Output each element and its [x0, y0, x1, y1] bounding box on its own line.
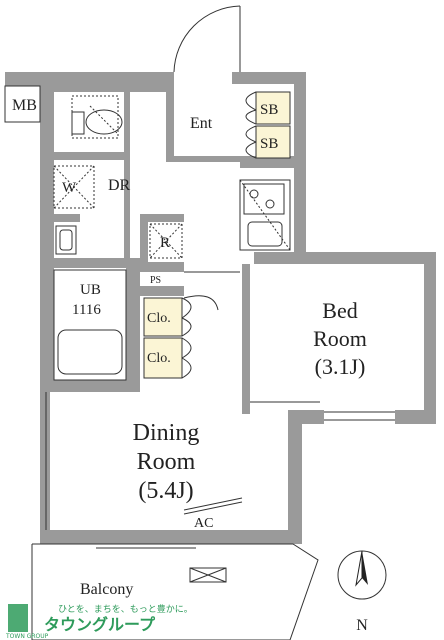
label-dining-3: (5.4J) [138, 478, 193, 504]
kitchen [239, 179, 291, 251]
label-balcony: Balcony [80, 581, 133, 598]
label-ps: PS [150, 275, 161, 286]
refrigerator-space [149, 223, 183, 259]
label-bed-2: Room [313, 326, 367, 351]
label-mb: MB [12, 97, 37, 114]
logo-mark-icon [8, 604, 28, 632]
north-arrow-icon [337, 550, 387, 600]
label-dining-2: Room [137, 449, 196, 475]
label-dr: DR [108, 177, 131, 194]
closets [143, 271, 240, 379]
label-r: R [160, 235, 170, 251]
label-ent: Ent [190, 115, 213, 132]
washer-space [53, 165, 95, 209]
label-clo-1: Clo. [147, 311, 171, 326]
logo-tagline: ひとを、まちを、もっと豊かに。 [58, 603, 193, 615]
toilet [71, 95, 123, 139]
ac-unit [183, 497, 243, 515]
label-sb-2: SB [260, 136, 278, 152]
meter-box [4, 85, 41, 123]
label-sb-1: SB [260, 102, 278, 118]
label-clo-2: Clo. [147, 351, 171, 366]
company-logo: ひとを、まちを、もっと豊かに。 タウングループ TOWN GROUP [5, 603, 193, 640]
entrance-door [173, 5, 241, 73]
room-labels: MB Ent SB SB DR W R UB 1116 PS Clo. Clo.… [12, 97, 368, 634]
wash-basin [55, 225, 77, 255]
label-ub-size: 1116 [72, 302, 101, 318]
logo-name: タウングループ [44, 615, 156, 634]
label-bed-1: Bed [322, 298, 357, 323]
label-north: N [356, 617, 368, 634]
label-bed-3: (3.1J) [315, 354, 366, 379]
windows [45, 392, 395, 549]
logo-small: TOWN GROUP [5, 633, 49, 640]
label-dining-1: Dining [133, 420, 200, 446]
label-ub: UB [80, 282, 101, 298]
label-ac: AC [194, 516, 213, 531]
shoe-box [245, 91, 291, 159]
walls [5, 72, 436, 544]
balcony [31, 543, 319, 640]
bathtub [53, 269, 127, 381]
label-w: W [62, 180, 77, 196]
